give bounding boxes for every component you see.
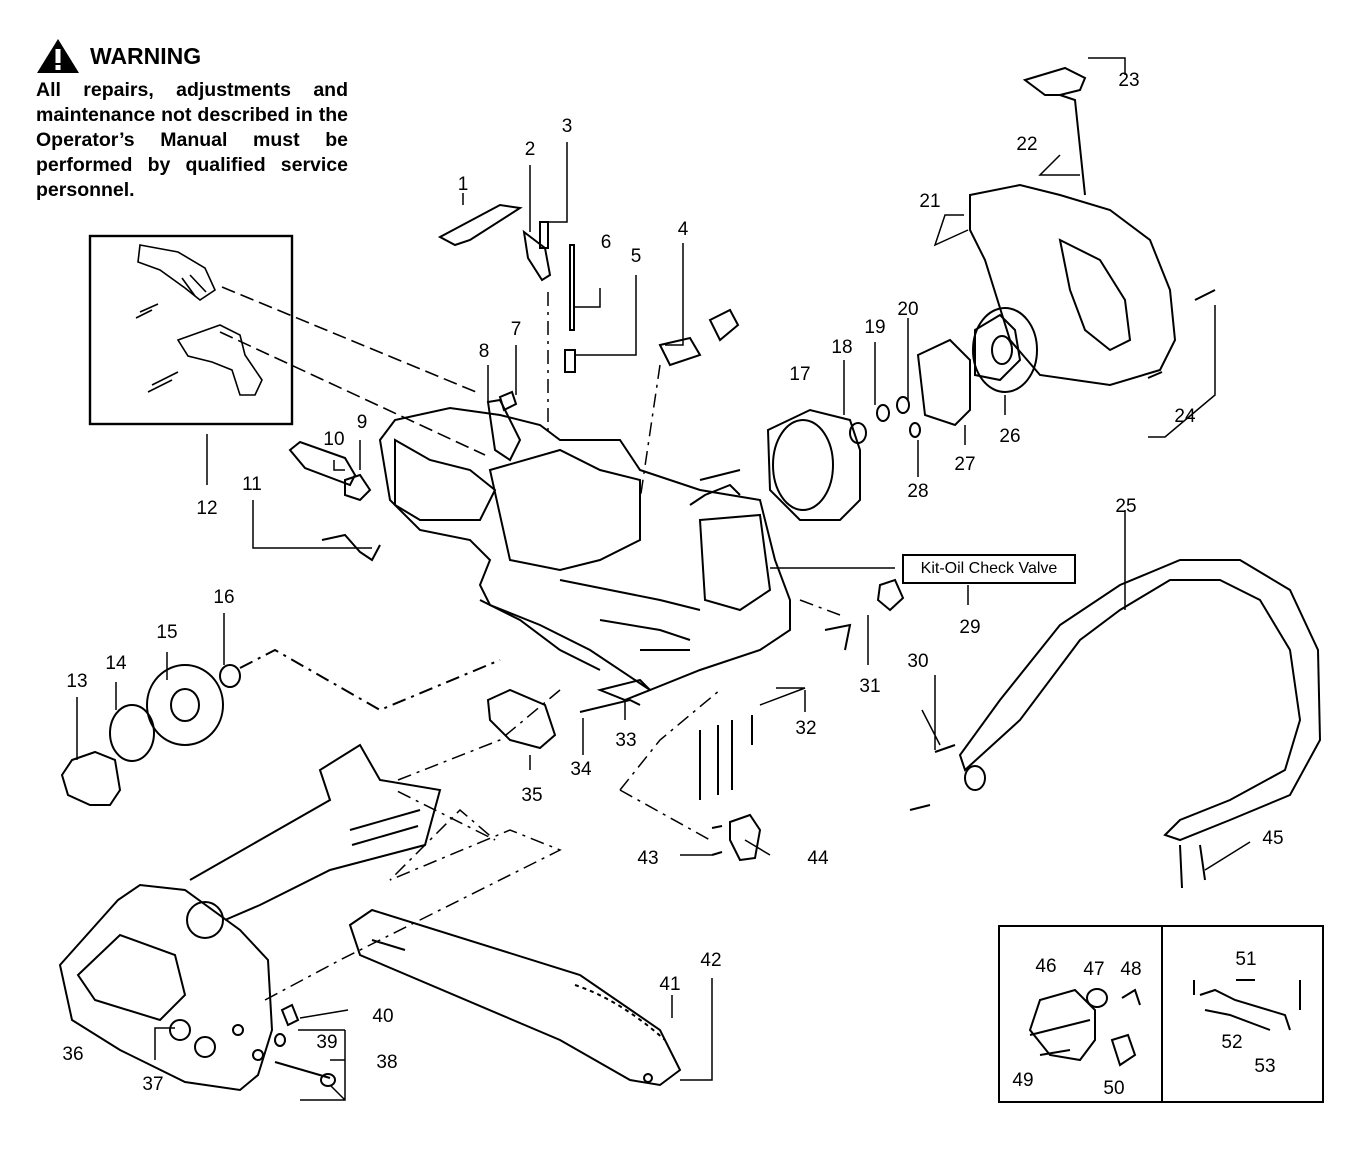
part-number-45: 45 <box>1262 828 1283 849</box>
part-number-26: 26 <box>999 426 1020 447</box>
part-number-35: 35 <box>521 785 542 806</box>
part-number-labels: 1234567891011121314151617181920212223242… <box>62 70 1283 1099</box>
part-number-10: 10 <box>323 429 344 450</box>
part-number-30: 30 <box>907 651 928 672</box>
part-number-2: 2 <box>525 139 536 160</box>
warning-triangle-icon <box>37 39 79 73</box>
flywheel-parts <box>766 307 1038 521</box>
part-number-7: 7 <box>511 319 522 340</box>
inset-kits <box>998 925 1324 1103</box>
part-number-23: 23 <box>1118 70 1139 91</box>
part-number-13: 13 <box>66 671 87 692</box>
part-number-14: 14 <box>105 653 127 674</box>
sprocket-parts <box>60 648 501 806</box>
dashed-connectors <box>264 292 841 1001</box>
part-number-28: 28 <box>907 481 928 502</box>
part-number-49: 49 <box>1012 1070 1033 1091</box>
part-number-42: 42 <box>700 950 721 971</box>
part-number-47: 47 <box>1083 959 1104 980</box>
part-number-21: 21 <box>919 191 940 212</box>
part-number-3: 3 <box>562 116 573 137</box>
part-number-39: 39 <box>316 1032 337 1053</box>
part-number-32: 32 <box>795 718 816 739</box>
leader-lines <box>76 57 1251 1101</box>
part-number-29: 29 <box>959 617 980 638</box>
part-number-36: 36 <box>62 1044 83 1065</box>
part-number-33: 33 <box>615 730 636 751</box>
part-number-48: 48 <box>1120 959 1141 980</box>
inset-detail-12 <box>88 234 486 456</box>
part-number-19: 19 <box>864 317 885 338</box>
part-number-52: 52 <box>1221 1032 1242 1053</box>
part-number-24: 24 <box>1174 406 1196 427</box>
part-number-53: 53 <box>1254 1056 1275 1077</box>
part-number-12: 12 <box>196 498 217 519</box>
part-number-17: 17 <box>789 364 810 385</box>
guide-bar <box>348 908 682 1087</box>
part-number-38: 38 <box>376 1052 397 1073</box>
part-number-40: 40 <box>372 1006 393 1027</box>
bolts-and-plates <box>486 469 956 862</box>
small-parts-top <box>288 203 740 562</box>
tensioner-parts <box>274 1003 336 1087</box>
part-number-37: 37 <box>142 1074 163 1095</box>
kit-oil-check-valve-label: Kit-Oil Check Valve <box>902 554 1076 584</box>
part-number-25: 25 <box>1115 496 1136 517</box>
warning-title: WARNING <box>90 43 202 69</box>
part-number-1: 1 <box>458 174 469 195</box>
part-number-22: 22 <box>1016 134 1037 155</box>
part-number-18: 18 <box>831 337 852 358</box>
starter-assembly <box>969 66 1216 387</box>
warning-heading: WARNING <box>36 38 348 74</box>
part-number-43: 43 <box>637 848 658 869</box>
part-number-41: 41 <box>659 974 680 995</box>
part-number-6: 6 <box>601 232 612 253</box>
crankcase-housing <box>378 406 791 692</box>
part-number-9: 9 <box>357 412 368 433</box>
part-number-27: 27 <box>954 454 975 475</box>
part-number-51: 51 <box>1235 949 1256 970</box>
warning-text: All repairs, adjustments and maintenance… <box>36 79 348 201</box>
part-number-31: 31 <box>859 676 880 697</box>
part-number-5: 5 <box>631 246 642 267</box>
chain-brake-cover <box>58 743 442 1092</box>
part-number-46: 46 <box>1035 956 1056 977</box>
part-number-15: 15 <box>156 622 177 643</box>
front-handle <box>958 559 1322 889</box>
part-number-16: 16 <box>213 587 234 608</box>
part-number-20: 20 <box>897 299 918 320</box>
part-number-44: 44 <box>807 848 829 869</box>
part-number-34: 34 <box>570 759 592 780</box>
part-number-50: 50 <box>1103 1078 1124 1099</box>
part-number-8: 8 <box>479 341 490 362</box>
warning-notice: WARNING All repairs, adjustments and mai… <box>36 38 348 203</box>
part-number-11: 11 <box>242 474 262 495</box>
part-number-4: 4 <box>678 219 689 240</box>
